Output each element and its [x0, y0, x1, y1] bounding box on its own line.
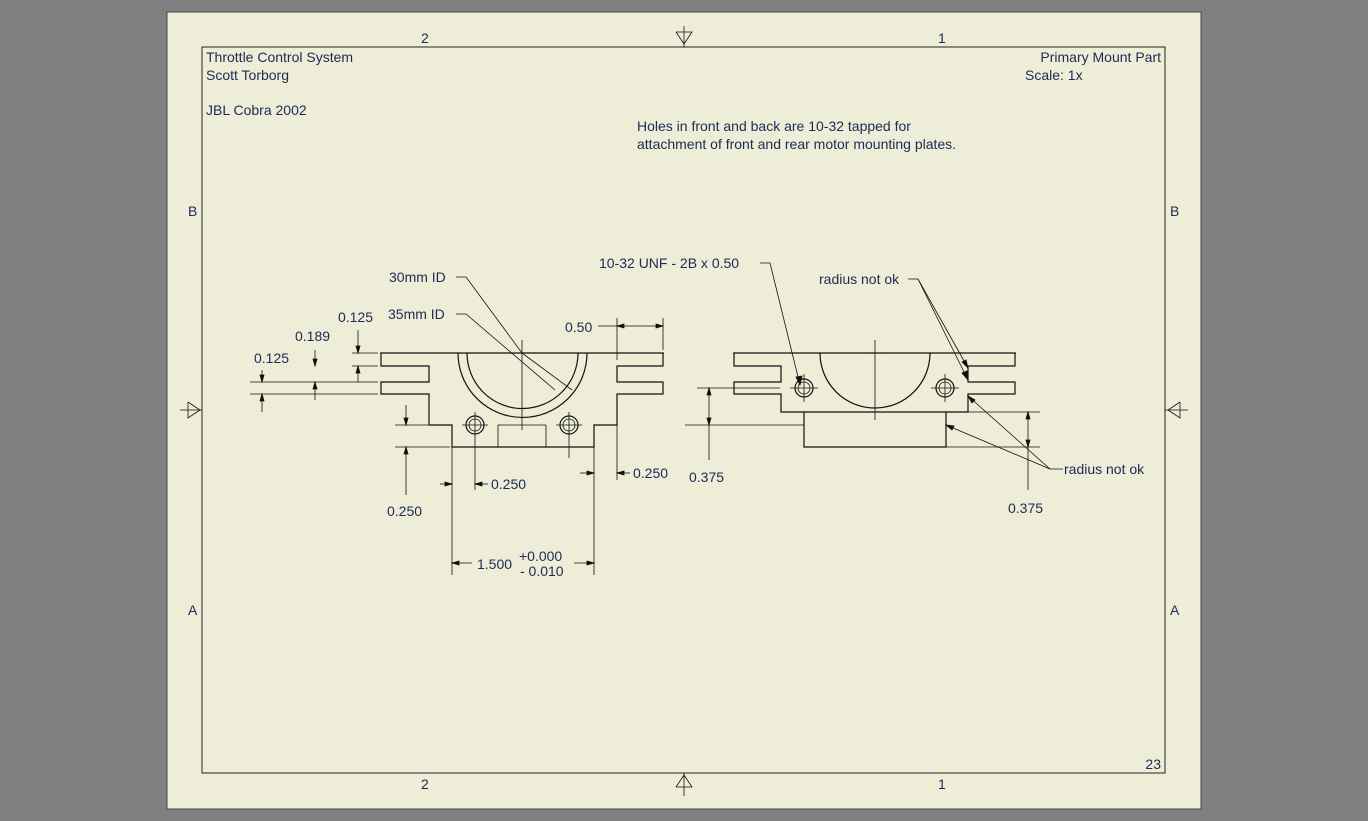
- zone-col-1-top: 1: [938, 30, 946, 46]
- author-name: Scott Torborg: [206, 67, 289, 83]
- front-dimensions: [250, 318, 665, 575]
- front-view-hole-right: [556, 412, 582, 438]
- center-marker-bottom: [675, 773, 693, 796]
- dim-step-height: 0.250: [387, 503, 422, 519]
- dim-mid-slot: 0.125: [254, 350, 289, 366]
- front-view-bore-outer: [457, 352, 588, 419]
- note-line-1: Holes in front and back are 10-32 tapped…: [637, 118, 911, 134]
- front-view-hole-left: [462, 412, 488, 438]
- callout-bore-outer: 35mm ID: [388, 306, 445, 322]
- project-title: Throttle Control System: [206, 49, 353, 65]
- zone-row-b-left: B: [188, 203, 197, 219]
- zone-row-a-right: A: [1170, 602, 1180, 618]
- scale-label: Scale: 1x: [1025, 67, 1083, 83]
- dim-ear-width: 0.50: [565, 319, 592, 335]
- dim-top-slot: 0.125: [338, 309, 373, 325]
- center-marker-top: [675, 26, 693, 47]
- zone-col-2-bottom: 2: [421, 776, 429, 792]
- dim-hole-offset: 0.250: [491, 476, 526, 492]
- center-marker-right: [1165, 401, 1188, 419]
- dim-tol-plus: +0.000: [519, 548, 562, 564]
- side-view-hole-left: [790, 374, 818, 402]
- dim-tol-minus: - 0.010: [520, 563, 564, 579]
- zone-col-2-top: 2: [421, 30, 429, 46]
- dim-side-hole-height: 0.375: [689, 469, 724, 485]
- paper: [166, 11, 1202, 810]
- callout-bore-inner: 30mm ID: [389, 269, 446, 285]
- dim-slot-offset: 0.189: [295, 328, 330, 344]
- front-view-bore-inner: [466, 352, 579, 410]
- center-marker-left: [180, 401, 202, 419]
- vehicle-name: JBL Cobra 2002: [206, 102, 307, 118]
- callout-radius-bottom: radius not ok: [1064, 461, 1145, 477]
- note-line-2: attachment of front and rear motor mount…: [637, 136, 956, 152]
- side-dimensions: [685, 262, 1063, 490]
- zone-row-b-right: B: [1170, 203, 1179, 219]
- callout-thread: 10-32 UNF - 2B x 0.50: [599, 255, 739, 271]
- sheet-number: 23: [1145, 756, 1161, 772]
- zone-row-a-left: A: [188, 602, 198, 618]
- dim-base-width: 1.500: [477, 556, 512, 572]
- dim-side-step-height: 0.375: [1008, 500, 1043, 516]
- callout-radius-top: radius not ok: [819, 271, 900, 287]
- part-name: Primary Mount Part: [1040, 49, 1161, 65]
- side-view-hole-right: [931, 374, 959, 402]
- zone-col-1-bottom: 1: [938, 776, 946, 792]
- front-leaders: [456, 276, 573, 391]
- dim-side-step: 0.250: [633, 465, 668, 481]
